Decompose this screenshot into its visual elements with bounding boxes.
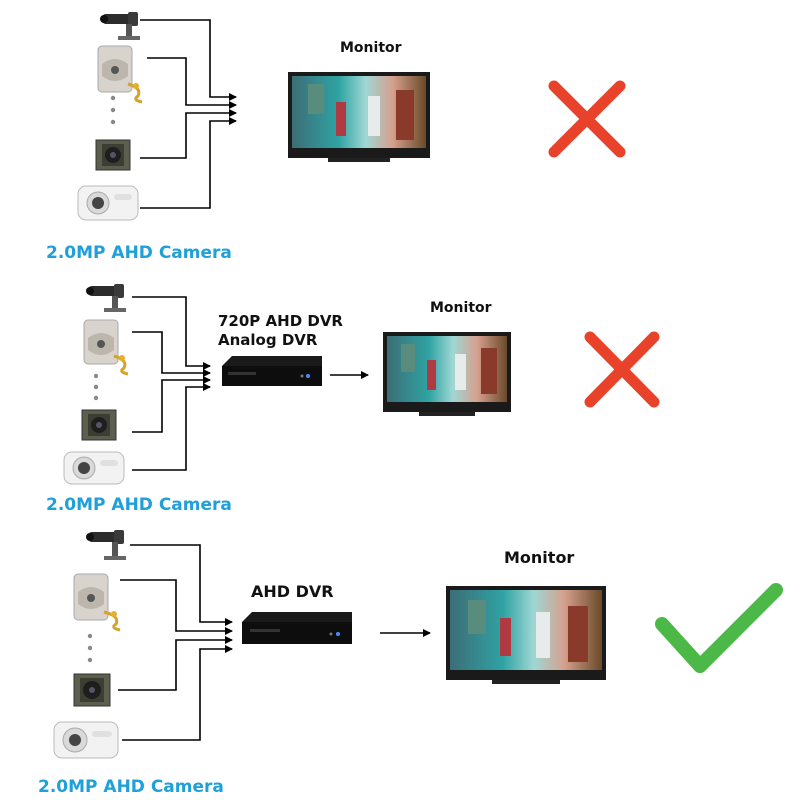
dvr-icon (222, 356, 322, 386)
camera-label: 2.0MP AHD Camera (38, 777, 224, 797)
box-camera-icon (77, 185, 139, 221)
monitor-icon (446, 586, 606, 684)
dvr-icon (242, 612, 352, 644)
bullet-camera-icon (100, 12, 140, 40)
monitor-label: Monitor (504, 548, 574, 567)
monitor-icon (288, 72, 430, 162)
monitor-label: Monitor (430, 300, 492, 316)
board-camera-icon (81, 409, 117, 441)
more-cameras-dots (87, 633, 93, 663)
more-cameras-dots (93, 373, 99, 401)
board-camera-icon (95, 139, 131, 171)
section-ahd-dvr-connection: 2.0MP AHD Camera AHD DVR Monitor (38, 530, 783, 797)
more-cameras-dots (110, 95, 116, 125)
board-camera-icon (73, 673, 111, 707)
dvr-label-line-1: 720P AHD DVR (218, 312, 343, 330)
monitor-icon (383, 332, 511, 416)
camera-wires (140, 19, 237, 209)
pir-camera-icon (73, 573, 121, 632)
bullet-camera-icon (86, 530, 126, 560)
monitor-label: Monitor (340, 40, 402, 56)
camera-wires (118, 544, 233, 741)
pir-camera-icon (97, 45, 143, 104)
check-icon (655, 583, 783, 673)
dvr-label-line-2: Analog DVR (218, 331, 318, 349)
bullet-camera-icon (86, 284, 126, 312)
dvr-label: AHD DVR (251, 582, 334, 601)
box-camera-icon (63, 451, 125, 485)
camera-label: 2.0MP AHD Camera (46, 243, 232, 263)
pir-camera-icon (83, 319, 129, 376)
camera-wires (132, 296, 211, 471)
cross-icon (548, 80, 626, 158)
section-720p-dvr-connection: 2.0MP AHD Camera 720P AHD DVR Analog DVR… (46, 284, 660, 515)
box-camera-icon (53, 721, 119, 759)
camera-label: 2.0MP AHD Camera (46, 495, 232, 515)
cross-icon (584, 331, 660, 408)
section-direct-connection: 2.0MP AHD Camera Monitor (46, 12, 626, 263)
